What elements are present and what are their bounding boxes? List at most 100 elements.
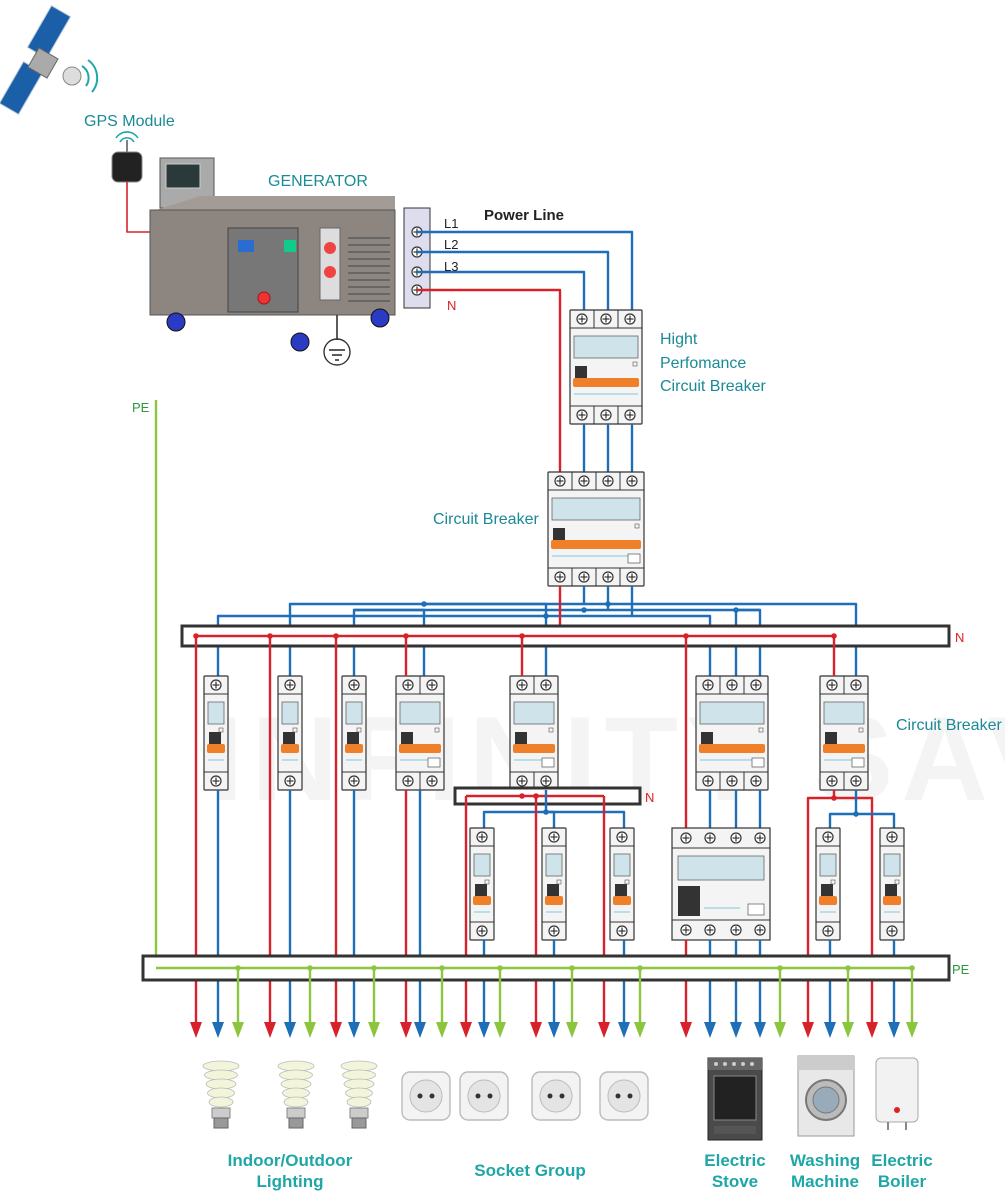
terminal-screw — [476, 925, 488, 937]
wire-phase-washer — [828, 790, 858, 828]
breaker-screen — [551, 497, 641, 521]
branch-breaker-2-icon — [277, 675, 303, 791]
stove-icon — [707, 1057, 763, 1141]
load-arrow-7 — [348, 1022, 360, 1038]
bulb-screw — [213, 1117, 229, 1129]
socket-face — [467, 1079, 501, 1113]
branch-breaker-4-icon — [395, 675, 445, 791]
breaker-indicator — [556, 879, 562, 885]
socket-hole — [417, 1093, 423, 1099]
stove-knob — [732, 1062, 736, 1066]
terminal-screw — [750, 679, 762, 691]
terminal-screw — [402, 679, 414, 691]
terminal-screw — [210, 679, 222, 691]
bulb-coil — [346, 1096, 372, 1108]
rcd-test-button — [747, 903, 765, 916]
rcd-screen — [677, 855, 765, 881]
load-arrow-30 — [888, 1022, 900, 1038]
socket-hole — [627, 1093, 633, 1099]
satellite-body — [27, 47, 59, 79]
breaker-handle — [573, 378, 639, 387]
load-arrow-6 — [330, 1022, 342, 1038]
terminal-screw — [576, 409, 588, 421]
socket-icon — [531, 1071, 581, 1121]
socket-breaker-3-icon — [609, 827, 635, 941]
stove-label-line2: Stove — [711, 1172, 759, 1191]
satellite-signal — [81, 65, 90, 87]
terminal-screw — [554, 571, 566, 583]
wire-phase-sub-3 — [546, 810, 626, 828]
socket-icon — [459, 1071, 509, 1121]
light-bulb-icon — [340, 1060, 378, 1129]
load-arrow-0 — [190, 1022, 202, 1038]
boiler-icon — [875, 1057, 919, 1130]
load-arrow-15 — [530, 1022, 542, 1038]
light-bulb-icon — [277, 1060, 315, 1129]
light-bulb-icon — [202, 1060, 240, 1129]
branch-breaker-3-icon — [341, 675, 367, 791]
breaker-handle — [207, 744, 225, 753]
load-arrow-29 — [866, 1022, 878, 1038]
generator-wheel — [166, 312, 186, 332]
rcd-toggle — [678, 886, 700, 916]
bulb-coil — [345, 1087, 373, 1099]
ground-symbol-icon — [323, 338, 351, 366]
generator-display-screen — [165, 163, 201, 189]
socket-face — [539, 1079, 573, 1113]
stove-category-label: Electric Stove — [695, 1150, 775, 1192]
terminal-screw — [554, 475, 566, 487]
branch-breaker-6-icon — [695, 675, 769, 791]
load-arrow-8 — [368, 1022, 380, 1038]
hpcb-label-line3: Circuit Breaker — [660, 378, 766, 395]
l3-label: L3 — [444, 259, 459, 274]
terminal-screw — [600, 409, 612, 421]
breaker-screen — [345, 701, 363, 725]
bulb-coil — [279, 1069, 313, 1081]
wire-l3 — [417, 270, 586, 310]
bulb-coil — [277, 1060, 315, 1072]
n-main-label: N — [447, 298, 457, 313]
satellite-dish — [62, 66, 82, 86]
breaker-indicator — [858, 727, 864, 733]
terminal-screw — [702, 775, 714, 787]
breaker-screen — [823, 701, 865, 725]
breaker-test-button — [851, 757, 865, 768]
rcd-body — [671, 827, 771, 941]
terminal-screw — [284, 775, 296, 787]
breaker-indicator — [634, 523, 640, 529]
high-performance-breaker-icon — [569, 309, 643, 425]
phase-junction — [733, 607, 739, 613]
n-bus-label: N — [955, 630, 965, 645]
phase-junction — [543, 613, 549, 619]
gps-cable — [126, 182, 150, 233]
breaker-screen — [545, 853, 563, 877]
bulb-coil — [282, 1087, 310, 1099]
stove-knob — [714, 1062, 718, 1066]
breaker-indicator — [758, 727, 764, 733]
generator-panel-screen — [238, 240, 254, 252]
breaker-handle — [823, 744, 865, 753]
wire-n-main — [417, 288, 562, 472]
load-arrow-24 — [754, 1022, 766, 1038]
terminal-screw — [822, 925, 834, 937]
breaker-indicator — [624, 879, 630, 885]
breaker-indicator — [894, 879, 900, 885]
breaker-indicator — [548, 727, 554, 733]
terminal-screw — [850, 775, 862, 787]
terminal-screw — [426, 679, 438, 691]
breaker-test-button — [541, 757, 555, 768]
l1-label: L1 — [444, 216, 459, 231]
boiler-light — [894, 1107, 900, 1113]
n-bus-small-label: N — [645, 790, 655, 805]
breaker-screen — [699, 701, 765, 725]
load-arrow-28 — [842, 1022, 854, 1038]
load-arrow-18 — [598, 1022, 610, 1038]
boiler-category-label: Electric Boiler — [864, 1150, 940, 1192]
load-arrow-26 — [802, 1022, 814, 1038]
load-arrow-10 — [414, 1022, 426, 1038]
phase-junction — [421, 601, 427, 607]
wire-l1 — [417, 230, 634, 310]
terminal-screw — [516, 775, 528, 787]
terminal-screw — [578, 475, 590, 487]
bulb-coil — [202, 1060, 240, 1072]
